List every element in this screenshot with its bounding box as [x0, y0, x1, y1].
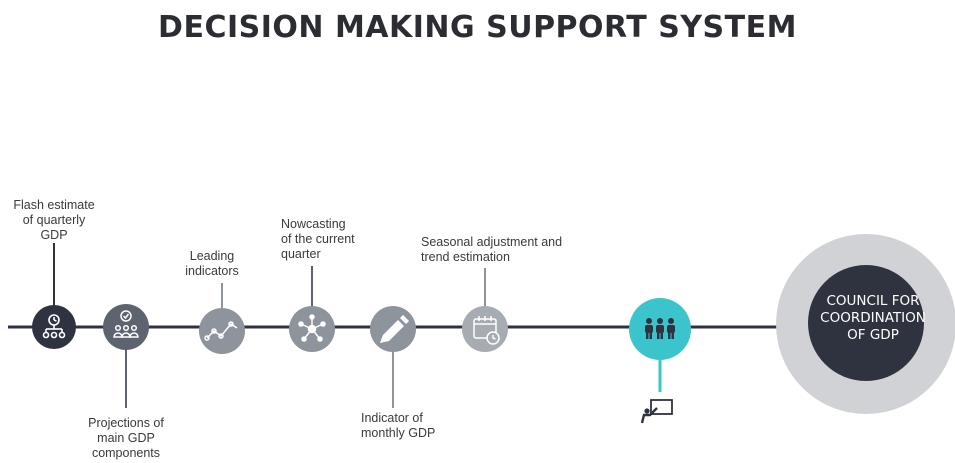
step-flash-estimate: [32, 305, 76, 349]
org-chart-clock-icon: [42, 314, 66, 339]
step-leading-indicators: [199, 308, 245, 354]
step-monthly-gdp: [370, 306, 416, 352]
label-monthly-gdp: Indicator of monthly GDP: [361, 411, 436, 440]
network-hub-icon: [298, 314, 326, 342]
label-leading-indicators: Leading indicators: [185, 249, 239, 278]
council-inner-circle: [808, 265, 924, 381]
step-meeting: [629, 298, 691, 360]
pencil-icon: [380, 315, 409, 343]
council-label: COUNCIL FOR COORDINATION OF GDP: [820, 293, 926, 343]
label-projections: Projections of main GDP components: [88, 416, 164, 460]
calendar-clock-icon: [473, 316, 500, 345]
team-check-icon: [113, 310, 139, 338]
page-title: DECISION MAKING SUPPORT SYSTEM: [158, 10, 797, 45]
trend-line-icon: [204, 321, 238, 341]
label-seasonal-adjustment: Seasonal adjustment and trend estimation: [421, 235, 563, 264]
label-nowcasting: Nowcasting of the current quarter: [281, 217, 355, 261]
step-projections: [103, 304, 149, 350]
step-nowcasting: [289, 306, 335, 352]
label-flash-estimate: Flash estimate of quarterly GDP: [13, 198, 95, 242]
step-seasonal-adjustment: [462, 306, 508, 352]
presentation-icon: [640, 399, 673, 424]
people-group-icon: [645, 318, 675, 339]
